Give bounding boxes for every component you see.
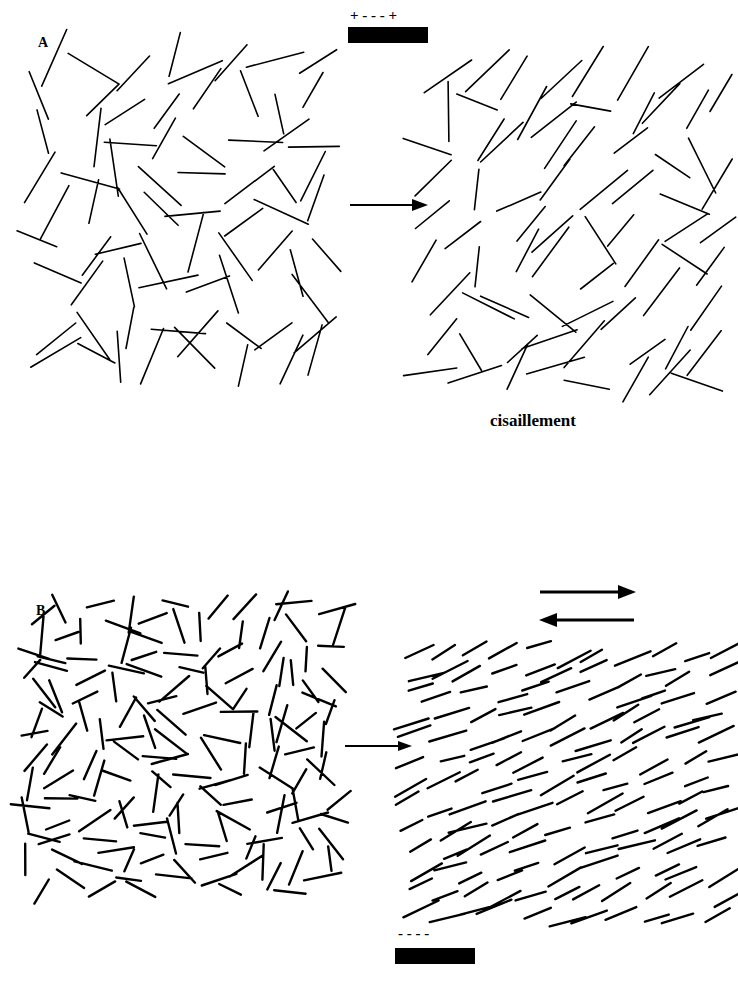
charge-signs: + - - - + (350, 8, 397, 23)
charge-signs: - - - - (398, 926, 429, 941)
aligned-particles (394, 640, 738, 927)
charged-plate (348, 27, 428, 43)
panel-letter: A (38, 36, 48, 50)
card-house-network (403, 47, 736, 402)
shear-arrow (539, 585, 636, 627)
transition-arrow (345, 199, 428, 751)
charged-plate (395, 948, 475, 964)
dispersed-particles (11, 591, 355, 903)
panel-letter: B (36, 604, 45, 618)
shear-label: cisaillement (490, 412, 576, 429)
card-house-network (17, 30, 341, 387)
